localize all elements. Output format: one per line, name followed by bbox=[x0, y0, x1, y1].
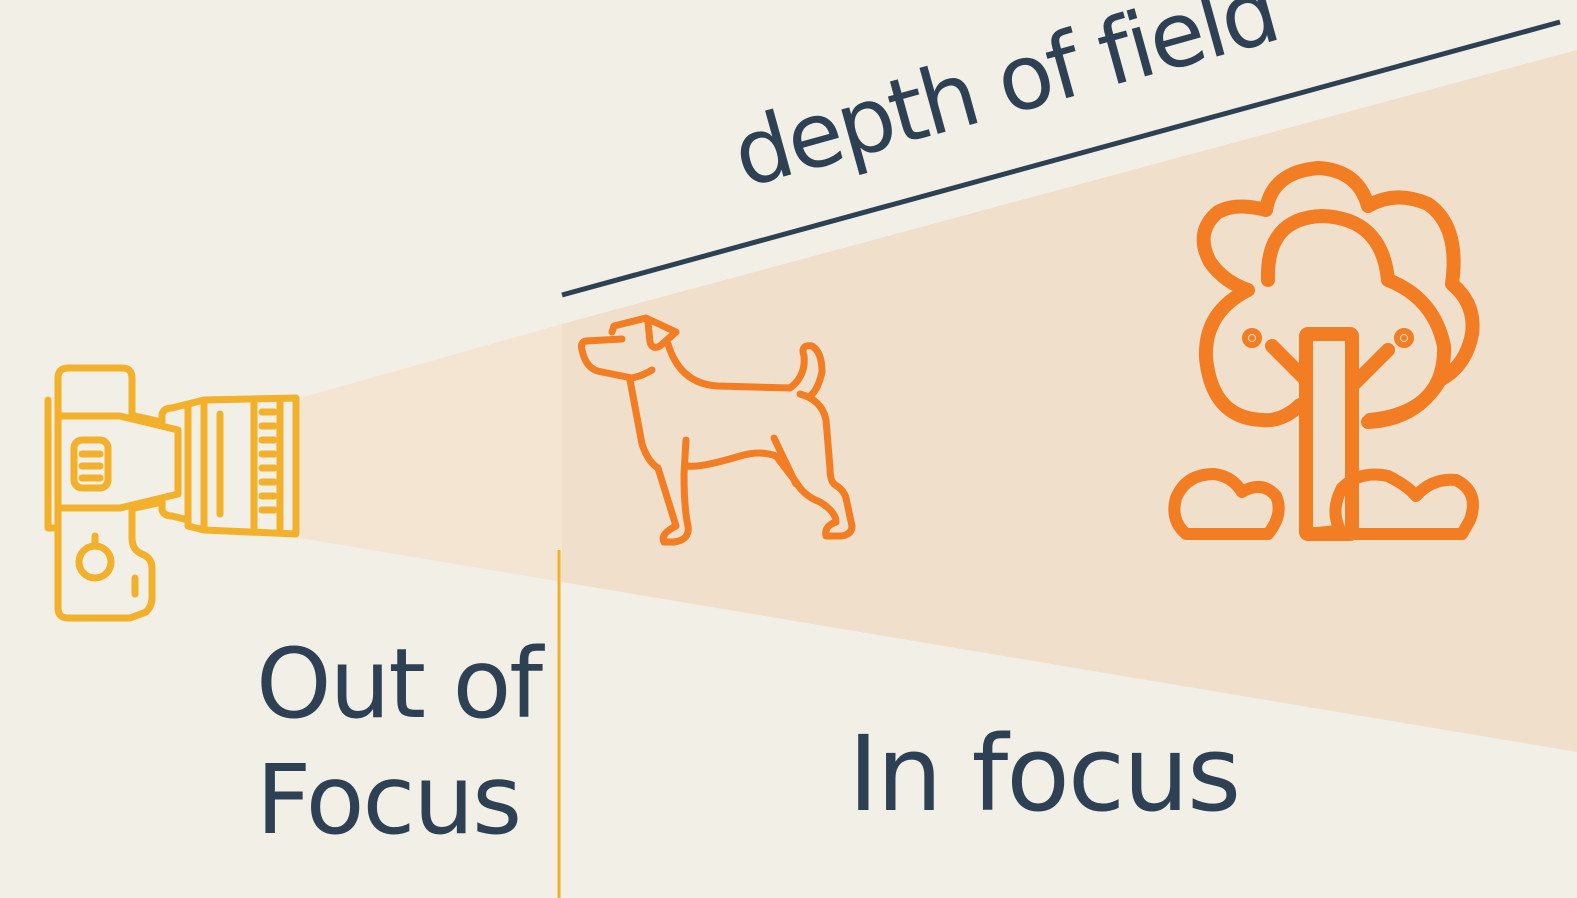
in-focus-label: In focus bbox=[848, 713, 1241, 835]
camera-icon bbox=[44, 364, 300, 622]
out-of-focus-label-line1: Out of bbox=[256, 628, 543, 740]
depth-of-field-line bbox=[561, 19, 1561, 298]
dog-icon bbox=[578, 314, 856, 546]
bush-icon bbox=[1168, 468, 1479, 540]
light-cone-out-of-focus bbox=[300, 324, 562, 582]
out-of-focus-label-line2: Focus bbox=[256, 744, 522, 856]
depth-of-field-zone bbox=[562, 50, 1577, 752]
